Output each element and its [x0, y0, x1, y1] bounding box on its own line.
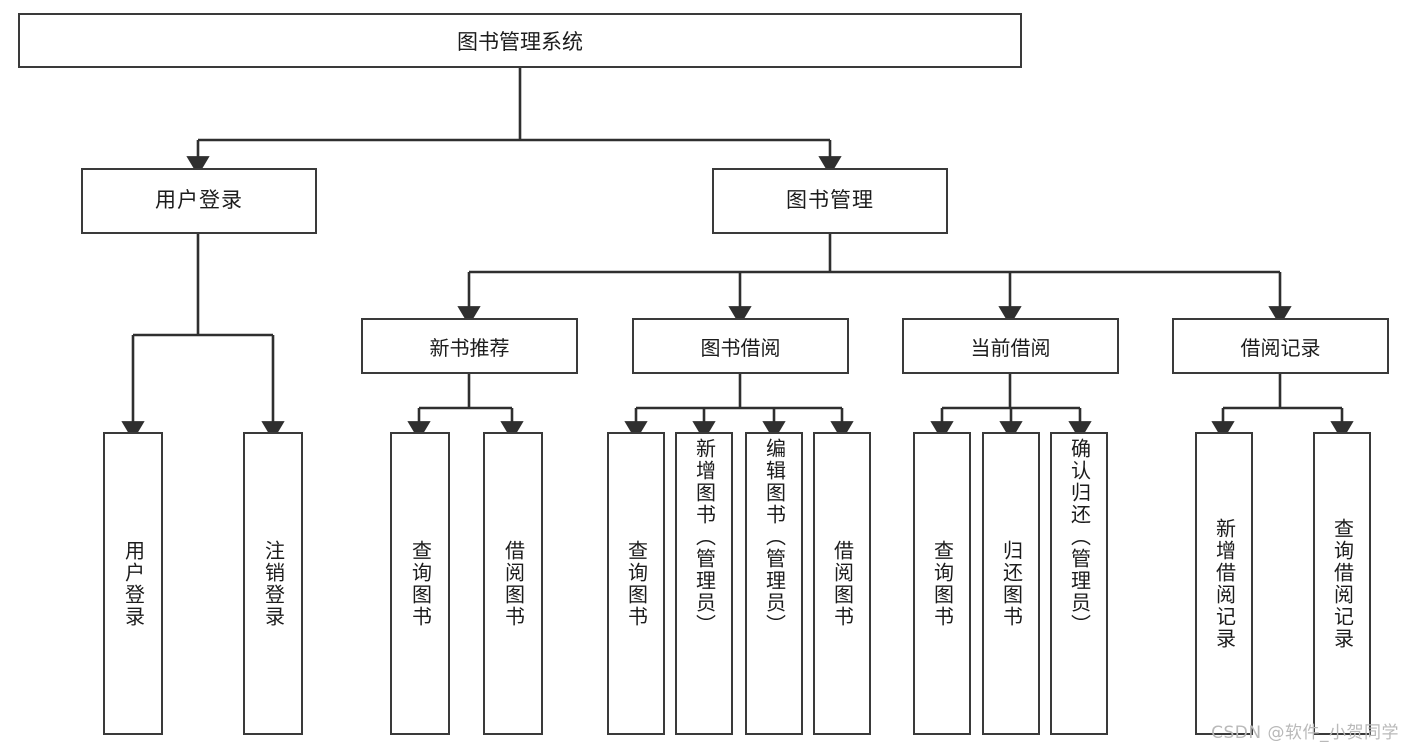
node-new-book-recommend[interactable]: 新书推荐 [361, 318, 578, 374]
leaf-recommend-borrow-book[interactable]: 借阅图书 [483, 432, 543, 735]
leaf-current-confirm-return-admin[interactable]: 确认归还（管理员） [1050, 432, 1108, 735]
leaf-user-login-signout[interactable]: 注销登录 [243, 432, 303, 735]
leaf-borrow-query-book[interactable]: 查询图书 [607, 432, 665, 735]
node-root-system[interactable]: 图书管理系统 [18, 13, 1022, 68]
leaf-borrow-edit-book-admin[interactable]: 编辑图书（管理员） [745, 432, 803, 735]
leaf-record-add-record[interactable]: 新增借阅记录 [1195, 432, 1253, 735]
node-book-management[interactable]: 图书管理 [712, 168, 948, 234]
node-user-login[interactable]: 用户登录 [81, 168, 317, 234]
leaf-recommend-query-book[interactable]: 查询图书 [390, 432, 450, 735]
node-borrow-record[interactable]: 借阅记录 [1172, 318, 1389, 374]
leaf-borrow-add-book-admin[interactable]: 新增图书（管理员） [675, 432, 733, 735]
leaf-borrow-borrow-book[interactable]: 借阅图书 [813, 432, 871, 735]
leaf-record-query-record[interactable]: 查询借阅记录 [1313, 432, 1371, 735]
leaf-user-login-signin[interactable]: 用户登录 [103, 432, 163, 735]
leaf-current-return-book[interactable]: 归还图书 [982, 432, 1040, 735]
leaf-current-query-book[interactable]: 查询图书 [913, 432, 971, 735]
node-current-borrow[interactable]: 当前借阅 [902, 318, 1119, 374]
node-book-borrow[interactable]: 图书借阅 [632, 318, 849, 374]
